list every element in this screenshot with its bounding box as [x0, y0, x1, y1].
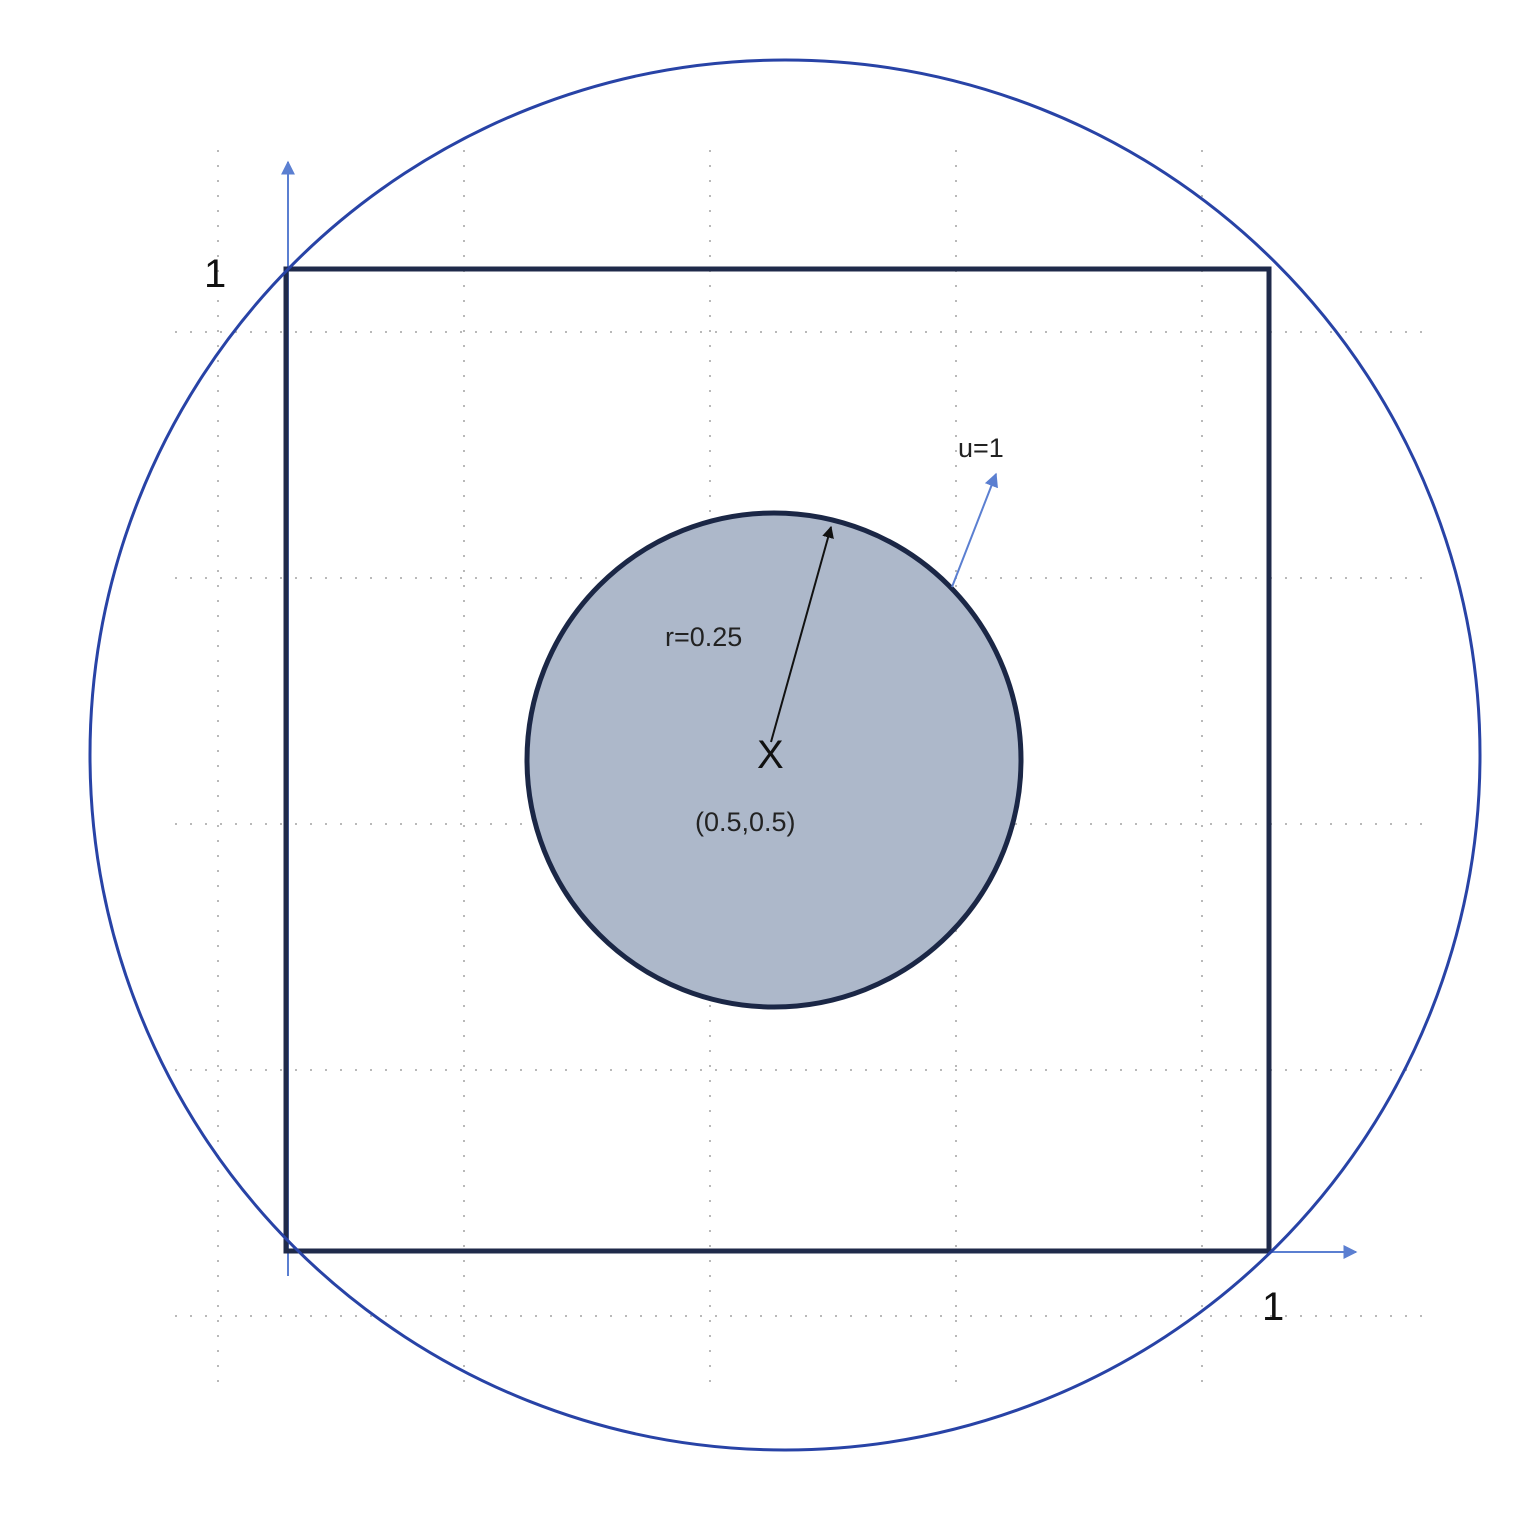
velocity-label: u=1: [958, 433, 1004, 463]
center-coords-label: (0.5,0.5): [695, 807, 796, 837]
center-marker: X: [757, 733, 784, 777]
radius-label: r=0.25: [665, 622, 742, 652]
inner-circle: [524, 510, 1024, 1010]
x-axis-tick-label: 1: [1262, 1285, 1284, 1329]
radius-arrow: [770, 525, 834, 743]
velocity-arrow: [951, 472, 998, 588]
y-axis-tick-label: 1: [204, 252, 226, 296]
outer-circle: [88, 58, 1482, 1452]
unit-square-domain: [283, 266, 1272, 1254]
